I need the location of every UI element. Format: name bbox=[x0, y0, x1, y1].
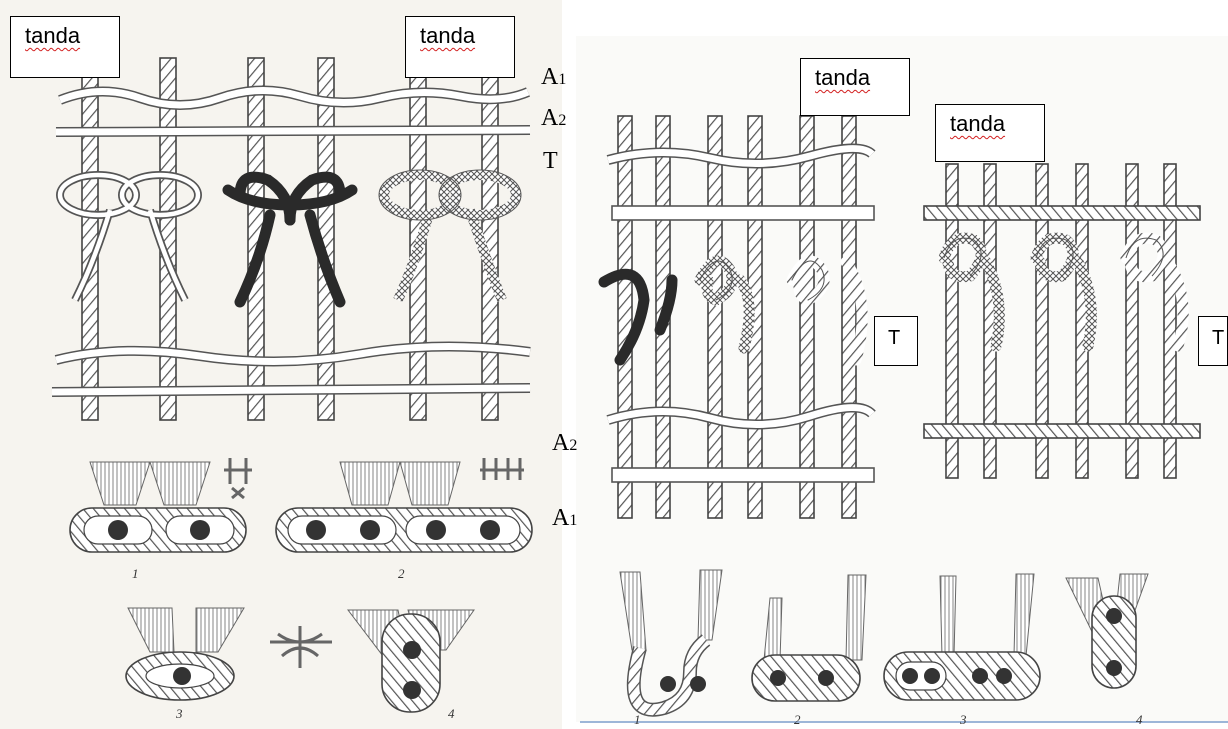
row-label-t: T bbox=[543, 148, 558, 175]
right-section-2 bbox=[752, 575, 866, 701]
row-label-a2-bottom: A2 bbox=[552, 430, 577, 457]
middle-knots bbox=[604, 261, 862, 360]
tanda-label-left-2: tanda bbox=[405, 16, 515, 78]
left-section-4 bbox=[348, 610, 474, 712]
figure-number-right-2: 2 bbox=[794, 712, 801, 728]
middle-warp-threads bbox=[618, 116, 856, 518]
figure-number-right-4: 4 bbox=[1136, 712, 1143, 728]
left-mini-knot-b bbox=[480, 458, 524, 480]
figure-number-left-3: 3 bbox=[176, 706, 183, 722]
left-mini-knot-c bbox=[270, 626, 332, 668]
tanda-label-right: tanda bbox=[935, 104, 1045, 162]
left-section-3 bbox=[126, 608, 244, 700]
right-section-3 bbox=[884, 574, 1040, 700]
left-section-1 bbox=[70, 462, 246, 552]
right-knots bbox=[944, 238, 1183, 346]
row-label-a1-bottom: A1 bbox=[552, 505, 577, 532]
left-section-2 bbox=[276, 462, 532, 552]
row-label-a1-top: A1 bbox=[541, 64, 566, 91]
knot-label-right: T bbox=[1198, 316, 1228, 366]
figure-number-left-4: 4 bbox=[448, 706, 455, 722]
left-weft-threads bbox=[52, 90, 530, 392]
figure-number-right-1: 1 bbox=[634, 712, 641, 728]
middle-weft-threads bbox=[608, 148, 874, 482]
figure-number-left-1: 1 bbox=[132, 566, 139, 582]
right-section-4 bbox=[1066, 574, 1148, 688]
knot-label-middle: T bbox=[874, 316, 918, 366]
tanda-label-left-1: tanda bbox=[10, 16, 120, 78]
tanda-label-middle: tanda bbox=[800, 58, 910, 116]
figure-number-left-2: 2 bbox=[398, 566, 405, 582]
row-label-a2-top: A2 bbox=[541, 105, 566, 132]
figure-number-right-3: 3 bbox=[960, 712, 967, 728]
left-mini-knot-a bbox=[224, 458, 252, 498]
right-section-1 bbox=[620, 570, 722, 710]
